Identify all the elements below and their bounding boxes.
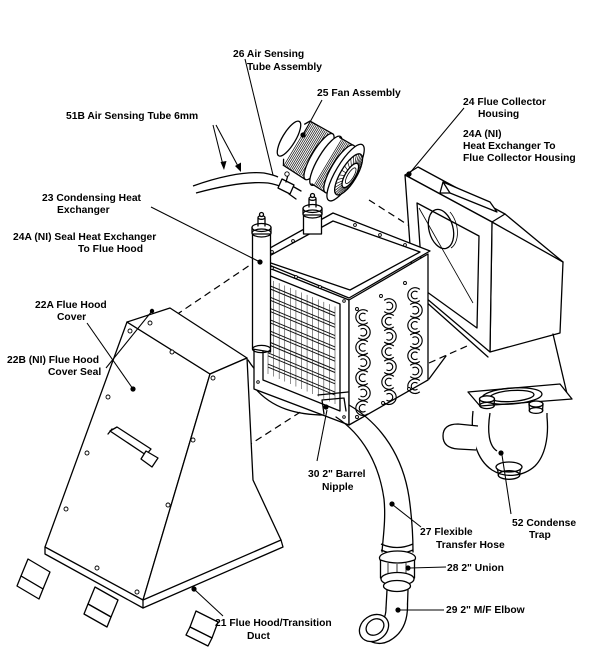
barrel-nipple-drawing: [317, 391, 349, 415]
label-23-line2: Exchanger: [57, 205, 110, 216]
label-51b-line1: 51B Air Sensing Tube 6mm: [66, 111, 198, 122]
label-21-flue-hood-transition-duct: 21 Flue Hood/Transition Duct: [215, 618, 332, 642]
condensate-cylinder-rear: [302, 192, 323, 235]
label-24a-line1: 24A (NI): [463, 129, 502, 140]
label-51b-air-sensing-tube: 51B Air Sensing Tube 6mm: [66, 111, 198, 122]
condense-trap-drawing: [428, 333, 573, 480]
label-27-line1: 27 Flexible: [420, 527, 473, 538]
heat-exchanger-bolt-holes: [256, 223, 411, 419]
condensate-cylinder-front: [251, 211, 272, 354]
label-22b-line1: 22B (NI) Flue Hood: [7, 355, 99, 366]
label-25-line1: 25 Fan Assembly: [317, 88, 401, 99]
housing-handle: [439, 181, 498, 213]
label-52-line1: 52 Condense: [512, 518, 576, 529]
label-23-condensing-heat-exchanger: 23 Condensing Heat Exchanger: [42, 193, 142, 216]
label-24a-seal-heat-exchanger-to-flue-hood: 24A (NI) Seal Heat Exchanger To Flue Hoo…: [13, 232, 156, 255]
label-21-line2: Duct: [247, 631, 270, 642]
label-23-line1: 23 Condensing Heat: [42, 193, 142, 204]
flue-hood-screw-holes: [63, 320, 216, 595]
label-24a-heat-exchanger-to-flue-collector-housing: 24A (NI) Heat Exchanger To Flue Collecto…: [463, 129, 576, 164]
label-29-line1: 29 2" M/F Elbow: [446, 605, 526, 616]
label-52-condense-trap: 52 Condense Trap: [512, 518, 576, 541]
label-24a-line3: Flue Collector Housing: [463, 153, 576, 164]
label-24a-line2: Heat Exchanger To: [463, 141, 556, 152]
label-21-line1: 21 Flue Hood/Transition: [215, 618, 332, 629]
label-22b-line2: Cover Seal: [48, 367, 101, 378]
label-52-line2: Trap: [529, 530, 551, 541]
label-26-line1: 26 Air Sensing: [233, 49, 304, 60]
heat-exchanger-drawing: [247, 192, 431, 426]
flue-collector-housing-drawing: [404, 166, 564, 358]
label-27-line2: Transfer Hose: [436, 540, 505, 551]
flue-hood-transition-duct-drawing: [16, 307, 284, 647]
label-26-air-sensing-tube-assembly: 26 Air Sensing Tube Assembly: [233, 49, 322, 73]
label-28-line1: 28 2" Union: [447, 563, 504, 574]
label-29-mf-elbow: 29 2" M/F Elbow: [446, 605, 526, 616]
leader-lines: [86, 58, 512, 617]
label-30-line2: Nipple: [322, 482, 354, 493]
label-22a-line1: 22A Flue Hood: [35, 300, 107, 311]
label-24-line1: 24 Flue Collector: [463, 97, 546, 108]
label-22a-line2: Cover: [57, 312, 86, 323]
label-30-barrel-nipple: 30 2" Barrel Nipple: [308, 469, 366, 493]
label-24-flue-collector-housing: 24 Flue Collector Housing: [463, 97, 546, 120]
flue-hood-handle: [107, 426, 159, 468]
label-24a-seal-line2: To Flue Hood: [78, 244, 143, 255]
label-26-line2: Tube Assembly: [247, 62, 322, 73]
heat-exchanger-fin-grid: [267, 278, 336, 404]
heat-exchanger-coils: [355, 287, 423, 417]
fan-assembly-drawing: [276, 120, 365, 202]
label-24-line2: Housing: [478, 109, 519, 120]
label-22a-flue-hood-cover: 22A Flue Hood Cover: [35, 300, 107, 323]
air-sensing-tubes-drawing: [192, 171, 302, 200]
union-drawing: [378, 550, 417, 593]
label-30-line1: 30 2" Barrel: [308, 469, 366, 480]
label-24a-seal-line1: 24A (NI) Seal Heat Exchanger: [13, 232, 156, 243]
label-25-fan-assembly: 25 Fan Assembly: [317, 88, 401, 99]
label-22b-flue-hood-cover-seal: 22B (NI) Flue Hood Cover Seal: [7, 355, 101, 378]
transfer-hose-drawing: [335, 404, 414, 555]
elbow-drawing: [358, 589, 409, 645]
label-28-union: 28 2" Union: [447, 563, 504, 574]
label-27-flexible-transfer-hose: 27 Flexible Transfer Hose: [420, 527, 505, 551]
part-labels: 26 Air Sensing Tube Assembly 25 Fan Asse…: [7, 49, 576, 642]
